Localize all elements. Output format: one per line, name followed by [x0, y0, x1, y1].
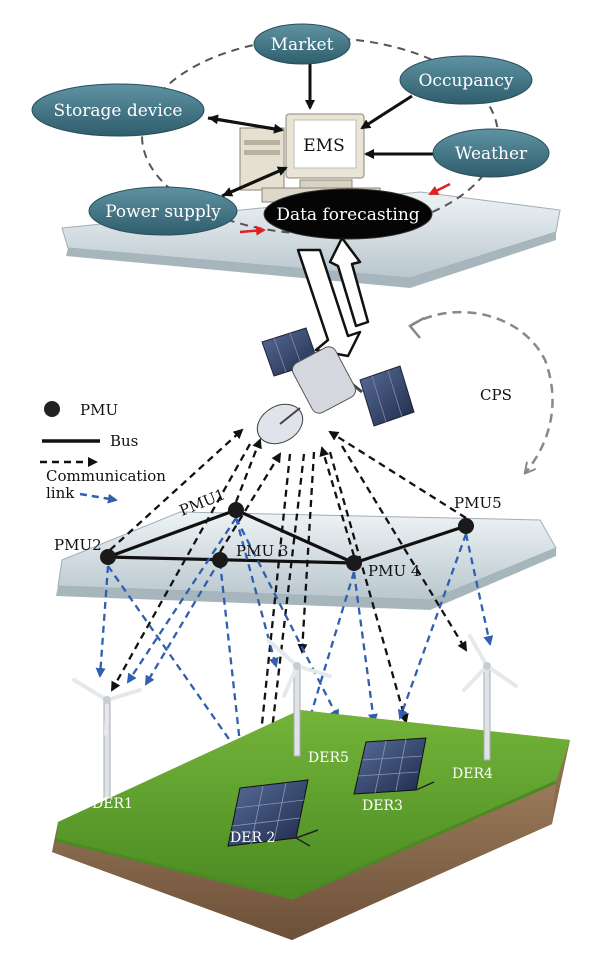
wind-turbine-der1 — [72, 678, 142, 799]
svg-text:Power supply: Power supply — [105, 202, 221, 222]
pmu-node-4 — [346, 555, 362, 571]
der3-label: DER3 — [362, 798, 403, 814]
node-data-forecasting: Data forecasting — [263, 188, 433, 240]
uplink-hollow-arrows — [296, 236, 370, 358]
pmu-der-links — [95, 517, 494, 792]
der1-label: DER1 — [92, 796, 133, 812]
pmu-node-3 — [212, 552, 228, 568]
der2-label: DER 2 — [230, 830, 275, 846]
pmu-node-5 — [458, 518, 474, 534]
legend-bus-label: Bus — [110, 432, 138, 450]
pmu2-label: PMU2 — [54, 536, 102, 554]
node-storage-device: Storage device — [31, 83, 205, 137]
ems-arrows — [207, 62, 436, 198]
svg-text:Weather: Weather — [455, 144, 528, 164]
pmu-node-1 — [228, 502, 244, 518]
bus-lines — [107, 508, 467, 565]
pmu-node-2 — [100, 549, 116, 565]
pmu5-label: PMU5 — [454, 494, 502, 512]
pmu-uplinks — [109, 428, 467, 557]
der4-label: DER4 — [452, 766, 493, 782]
svg-text:Market: Market — [271, 35, 334, 55]
node-occupancy: Occupancy — [399, 55, 533, 105]
terrain — [52, 710, 570, 940]
node-power-supply: Power supply — [88, 186, 238, 236]
svg-text:Storage device: Storage device — [54, 101, 183, 121]
legend-pmu-label: PMU — [80, 401, 118, 419]
forecast-red-arrows — [239, 182, 451, 236]
pmu-nodes — [100, 502, 474, 571]
satellite-downlinks — [110, 443, 468, 784]
legend-pmu-icon — [44, 401, 60, 417]
pmu-platform — [56, 511, 557, 610]
wind-turbine-der4 — [462, 634, 518, 761]
legend: PMU Bus Communication link — [40, 401, 166, 504]
cps-cycle-arrowhead-top — [408, 316, 425, 339]
legend-comm-label-line1: Communication — [46, 467, 166, 485]
wind-turbine-der5 — [266, 638, 332, 757]
legend-comm-blue — [79, 492, 118, 504]
ems-label: EMS — [303, 136, 344, 156]
solar-panel-der3 — [353, 737, 435, 795]
solar-panel-der2 — [227, 779, 319, 847]
node-market: Market — [253, 23, 351, 65]
cps-label: CPS — [480, 386, 512, 404]
pmu4-label: PMU 4 — [368, 562, 420, 580]
pmu3-label: PMU 3 — [236, 542, 288, 560]
der5-label: DER5 — [308, 750, 349, 766]
svg-text:Data forecasting: Data forecasting — [276, 205, 419, 225]
node-weather: Weather — [432, 128, 550, 178]
legend-comm-label-line2: link — [46, 484, 75, 502]
cps-cycle-arrow — [409, 310, 554, 472]
satellite-icon — [256, 327, 415, 445]
svg-text:Occupancy: Occupancy — [418, 71, 513, 91]
